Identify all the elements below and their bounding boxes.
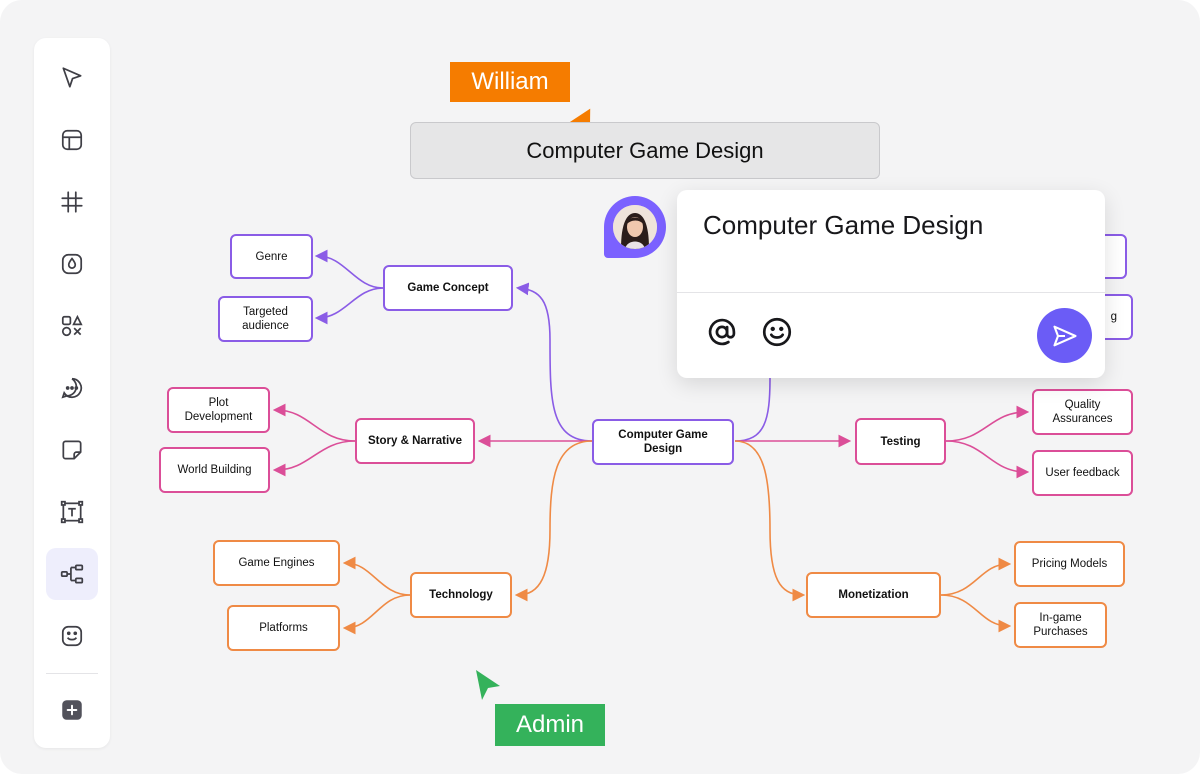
edge-tech-engines — [342, 556, 411, 596]
node-label: Plot Development — [184, 397, 253, 423]
pointer-tool-button[interactable] — [46, 52, 98, 104]
edge-concept-genre — [314, 249, 384, 289]
sticker-icon — [61, 625, 83, 647]
node-label: Game Engines — [238, 557, 315, 569]
comment-avatar-pin[interactable] — [604, 196, 666, 258]
comment-card: Computer Game Design — [677, 190, 1105, 378]
node-label: Targeted audience — [242, 306, 289, 332]
node-label: Story & Narrative — [368, 435, 462, 447]
emoji-button[interactable] — [759, 314, 795, 350]
node-in-game-purchases[interactable]: In-game Purchases — [1014, 602, 1107, 648]
comment-input[interactable]: Computer Game Design — [703, 210, 984, 240]
node-label: Testing — [880, 435, 921, 448]
node-label: Platforms — [259, 622, 308, 634]
admin-cursor-icon — [476, 670, 500, 700]
layout-icon — [61, 129, 83, 151]
node-platforms[interactable]: Platforms — [227, 605, 340, 651]
node-quality-assurances[interactable]: Quality Assurances — [1032, 389, 1133, 435]
edge-root-upper-right — [734, 377, 771, 442]
add-icon — [62, 700, 82, 720]
mention-button[interactable] — [704, 314, 740, 350]
add-tool-button[interactable] — [46, 684, 98, 736]
shapes-icon — [61, 314, 83, 337]
node-label: Computer Game Design — [618, 429, 708, 455]
william-cursor-icon — [568, 108, 591, 135]
node-technology[interactable]: Technology — [410, 572, 512, 618]
node-user-feedback[interactable]: User feedback — [1032, 450, 1133, 496]
avatar — [613, 205, 657, 249]
edge-root-monetization — [734, 440, 806, 602]
toolbar-divider — [46, 673, 98, 674]
edge-testing-feedback — [945, 440, 1030, 479]
color-drop-icon — [61, 253, 83, 275]
node-label: User feedback — [1045, 467, 1120, 479]
edge-monet-ingame — [940, 594, 1012, 633]
node-pricing-models[interactable]: Pricing Models — [1014, 541, 1125, 587]
edge-testing-qa — [945, 405, 1030, 442]
board-title[interactable]: Computer Game Design — [410, 122, 880, 179]
sticker-tool-button[interactable] — [46, 610, 98, 662]
text-tool-button[interactable] — [46, 486, 98, 538]
grid-tool-button[interactable] — [46, 176, 98, 228]
left-toolbar — [34, 38, 110, 748]
comment-tool-button[interactable] — [46, 362, 98, 414]
node-label: g — [1110, 311, 1117, 323]
grid-icon — [61, 191, 83, 213]
edge-story-world — [272, 440, 356, 477]
node-label: Quality Assurances — [1052, 399, 1113, 425]
send-button[interactable] — [1037, 308, 1092, 363]
mindmap-icon — [60, 564, 84, 584]
mindmap-root-node[interactable]: Computer Game Design — [592, 419, 734, 465]
edge-story-plot — [272, 403, 356, 442]
node-plot-development[interactable]: Plot Development — [167, 387, 270, 433]
edge-monet-pricing — [940, 557, 1012, 596]
smiley-icon — [762, 317, 792, 347]
node-label: World Building — [177, 464, 252, 476]
node-game-engines[interactable]: Game Engines — [213, 540, 340, 586]
user-avatar-icon — [613, 205, 657, 249]
node-label: Technology — [429, 589, 493, 601]
node-label: Genre — [255, 250, 288, 263]
node-label: In-game Purchases — [1033, 612, 1088, 638]
text-icon — [60, 500, 84, 524]
collaborator-tag-admin: Admin — [495, 704, 605, 746]
send-icon — [1052, 325, 1077, 346]
node-game-concept[interactable]: Game Concept — [383, 265, 513, 311]
edge-root-game-concept — [515, 282, 593, 442]
comment-icon — [61, 377, 83, 399]
node-testing[interactable]: Testing — [855, 418, 946, 465]
edge-root-technology — [514, 440, 593, 602]
comment-divider — [677, 292, 1105, 293]
node-label: Game Concept — [407, 282, 489, 294]
collaborator-tag-william: William — [450, 62, 570, 102]
layout-tool-button[interactable] — [46, 114, 98, 166]
node-monetization[interactable]: Monetization — [806, 572, 941, 618]
node-label: Pricing Models — [1031, 558, 1108, 570]
node-story-narrative[interactable]: Story & Narrative — [355, 418, 475, 464]
mindmap-tool-button[interactable] — [46, 548, 98, 600]
shapes-tool-button[interactable] — [46, 300, 98, 352]
color-tool-button[interactable] — [46, 238, 98, 290]
sticky-note-icon — [62, 440, 82, 460]
edge-tech-platforms — [342, 594, 411, 635]
pointer-icon — [62, 67, 82, 88]
node-targeted-audience[interactable]: Targeted audience — [218, 296, 313, 342]
sticky-note-tool-button[interactable] — [46, 424, 98, 476]
node-label: Monetization — [838, 589, 909, 601]
at-icon — [708, 318, 736, 346]
node-world-building[interactable]: World Building — [159, 447, 270, 493]
node-genre[interactable]: Genre — [230, 234, 313, 279]
edge-concept-audience — [314, 287, 384, 325]
